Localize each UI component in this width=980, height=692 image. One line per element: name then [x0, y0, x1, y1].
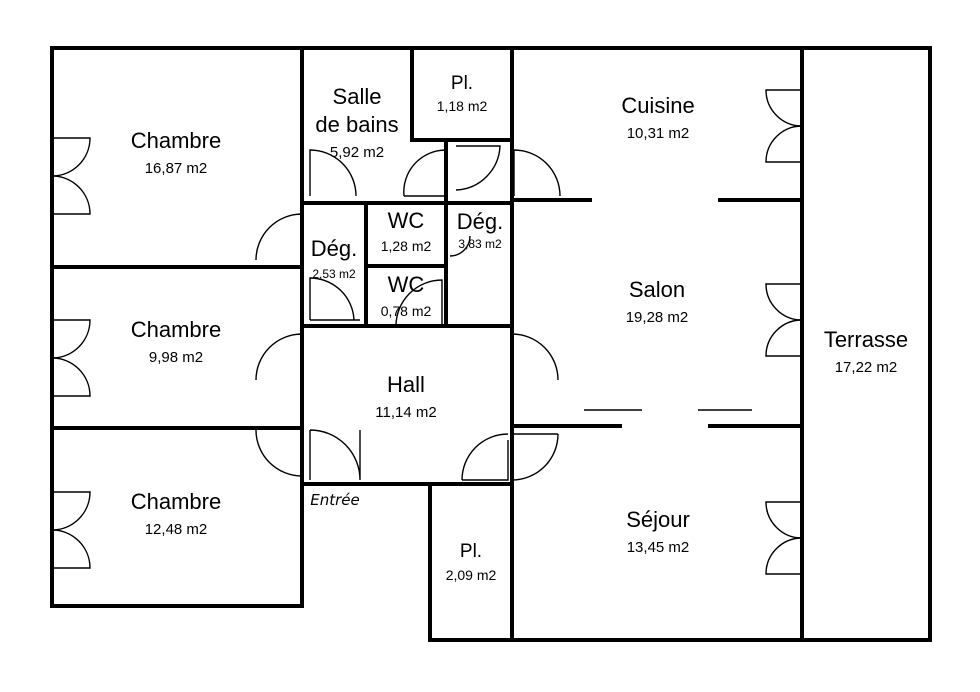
sejour-name: Séjour: [626, 507, 690, 532]
doors: [51, 89, 803, 575]
chambre2-area: 9,98 m2: [149, 349, 203, 366]
sdb-area: 5,92 m2: [330, 144, 384, 161]
placard1-area: 1,18 m2: [437, 98, 488, 114]
chambre1-name: Chambre: [131, 128, 221, 153]
deg2-name: Dég.: [457, 209, 503, 234]
cuisine-name: Cuisine: [621, 93, 694, 118]
cuisine-area: 10,31 m2: [627, 125, 690, 142]
wc2-name: WC: [388, 272, 425, 297]
walls: [50, 46, 932, 642]
deg1-name: Dég.: [311, 236, 357, 261]
chambre3-area: 12,48 m2: [145, 521, 208, 538]
sejour-area: 13,45 m2: [627, 539, 690, 556]
chambre2-name: Chambre: [131, 317, 221, 342]
sdb-name-line1: Salle: [333, 84, 382, 109]
salon-name: Salon: [629, 277, 685, 302]
deg2-area: 3,83 m2: [458, 237, 502, 251]
placard1-name: Pl.: [451, 73, 473, 94]
wc2-area: 0,78 m2: [381, 303, 432, 319]
sdb-name-line2: de bains: [315, 112, 398, 137]
terrasse-name: Terrasse: [824, 327, 908, 352]
wc1-area: 1,28 m2: [381, 238, 432, 254]
terrasse-area: 17,22 m2: [835, 359, 898, 376]
chambre1-area: 16,87 m2: [145, 160, 208, 177]
deg1-area: 2,53 m2: [312, 267, 356, 281]
room-labels: Chambre 16,87 m2 Chambre 9,98 m2 Chambre…: [131, 73, 908, 583]
placard2-area: 2,09 m2: [446, 567, 497, 583]
chambre3-name: Chambre: [131, 489, 221, 514]
placard2-name: Pl.: [460, 541, 482, 562]
salon-area: 19,28 m2: [626, 309, 689, 326]
hall-area: 11,14 m2: [375, 404, 436, 421]
entrance-label: Entrée: [310, 491, 360, 509]
wc1-name: WC: [388, 208, 425, 233]
hall-name: Hall: [387, 372, 425, 397]
